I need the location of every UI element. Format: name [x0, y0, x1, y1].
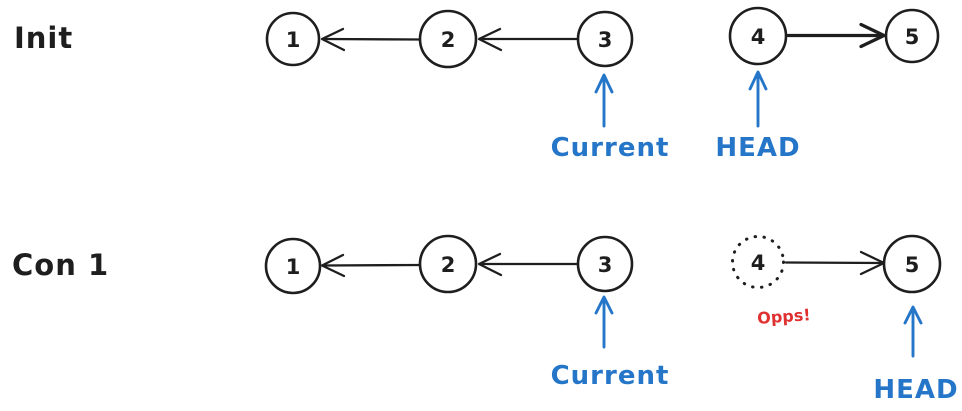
row1-current-pointer-arrow — [594, 73, 614, 128]
row1-node-4-circle — [728, 6, 788, 66]
row1-current-pointer-label: Current — [551, 133, 670, 163]
row1-arrow-4-to-5 — [786, 22, 886, 49]
row1-head-pointer-arrow — [748, 70, 768, 128]
error-annotation: Opps! — [757, 305, 812, 328]
row1-node-4-value: 4 — [751, 25, 766, 49]
row1-node-3-value: 3 — [598, 28, 613, 52]
row2-head-pointer-arrow — [903, 305, 923, 358]
row2-node-2-value: 2 — [441, 253, 456, 277]
row2-node-1-circle — [264, 237, 322, 295]
row1-node-5-circle — [884, 8, 940, 64]
row1-node-1-value: 1 — [286, 28, 301, 52]
row1-node-1-circle — [265, 11, 321, 67]
row-con1: Con 1 1 2 3 4 5 — [12, 234, 958, 405]
row1-arrow-3-to-2 — [477, 27, 579, 52]
row-init-label: Init — [14, 21, 73, 55]
row1-head-pointer-label: HEAD — [715, 133, 800, 163]
row2-arrow-2-to-1 — [320, 253, 422, 278]
row2-arrow-3-to-2 — [477, 252, 579, 277]
row2-node-4-circle-dotted — [731, 235, 785, 289]
row-init: Init 1 2 3 4 5 — [14, 6, 940, 163]
row1-node-2-value: 2 — [441, 28, 456, 52]
row2-head-pointer-label: HEAD — [873, 375, 958, 405]
row2-arrow-4-to-5 — [784, 250, 886, 276]
row2-node-1-value: 1 — [286, 255, 301, 279]
row2-node-5-value: 5 — [905, 253, 920, 277]
row2-node-4-value: 4 — [751, 251, 766, 275]
row2-node-3-value: 3 — [598, 253, 613, 277]
row2-current-pointer-label: Current — [551, 361, 670, 391]
row-con1-label: Con 1 — [12, 248, 109, 282]
row1-arrow-2-to-1 — [320, 27, 422, 52]
row1-node-5-value: 5 — [905, 25, 920, 49]
row2-current-pointer-arrow — [594, 295, 614, 349]
